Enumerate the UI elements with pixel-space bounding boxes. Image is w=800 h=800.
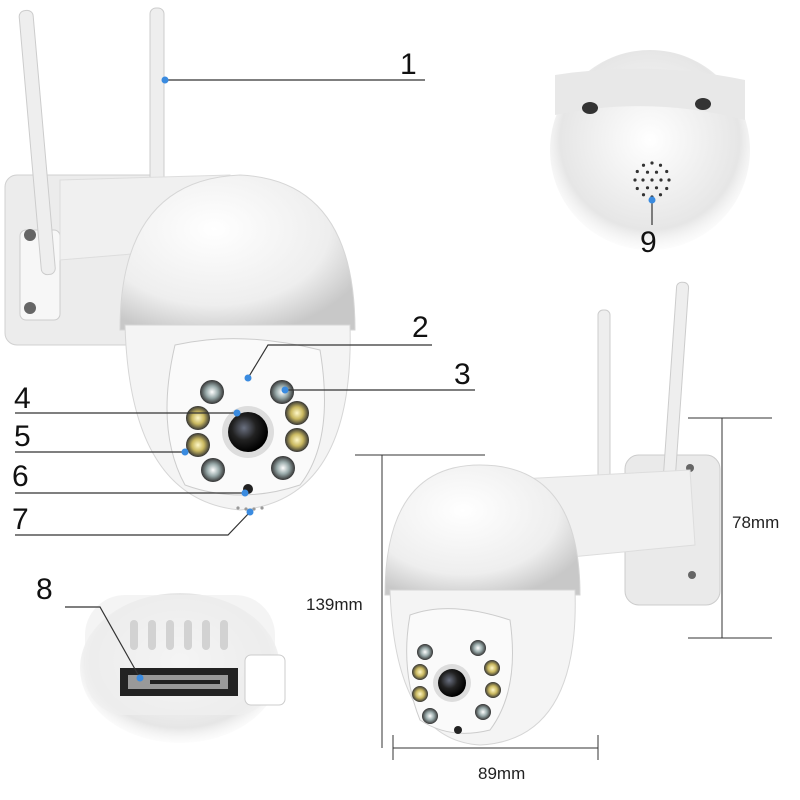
callout-1: 1 xyxy=(400,48,417,81)
speaker-hole xyxy=(665,169,669,174)
speaker-hole xyxy=(645,170,650,174)
callout-7: 7 xyxy=(12,503,29,536)
speaker-hole xyxy=(667,178,671,182)
callout-lines xyxy=(15,79,653,679)
callout-9: 9 xyxy=(640,226,657,259)
speaker-hole xyxy=(654,170,659,174)
speaker-hole xyxy=(650,178,654,182)
main-camera xyxy=(4,7,356,511)
height-dimension: 139mm xyxy=(306,595,363,614)
speaker-hole xyxy=(635,169,639,174)
callout-8: 8 xyxy=(36,573,53,606)
speaker-hole xyxy=(633,178,637,182)
speaker-closeup xyxy=(550,50,750,250)
callout-2: 2 xyxy=(412,311,429,344)
callout-6: 6 xyxy=(12,460,29,493)
speaker-hole xyxy=(645,186,650,190)
callout-5: 5 xyxy=(14,420,31,453)
callout-dots xyxy=(136,76,656,682)
dimension-lines xyxy=(355,417,772,760)
speaker-hole xyxy=(665,186,669,191)
callout-4: 4 xyxy=(14,382,31,415)
sd-slot-closeup xyxy=(80,593,286,743)
width-dimension: 89mm xyxy=(478,764,526,783)
speaker-hole xyxy=(641,193,646,197)
speaker-hole xyxy=(635,186,639,191)
callout-3: 3 xyxy=(454,358,471,391)
mount-height-dimension: 78mm xyxy=(732,513,780,532)
speaker-hole xyxy=(658,163,663,167)
side-camera xyxy=(384,281,721,746)
speaker-hole xyxy=(650,161,654,165)
speaker-hole xyxy=(658,193,663,197)
speaker-hole xyxy=(641,178,645,182)
speaker-hole xyxy=(659,178,663,182)
speaker-hole xyxy=(654,186,659,190)
speaker-hole xyxy=(641,163,646,167)
